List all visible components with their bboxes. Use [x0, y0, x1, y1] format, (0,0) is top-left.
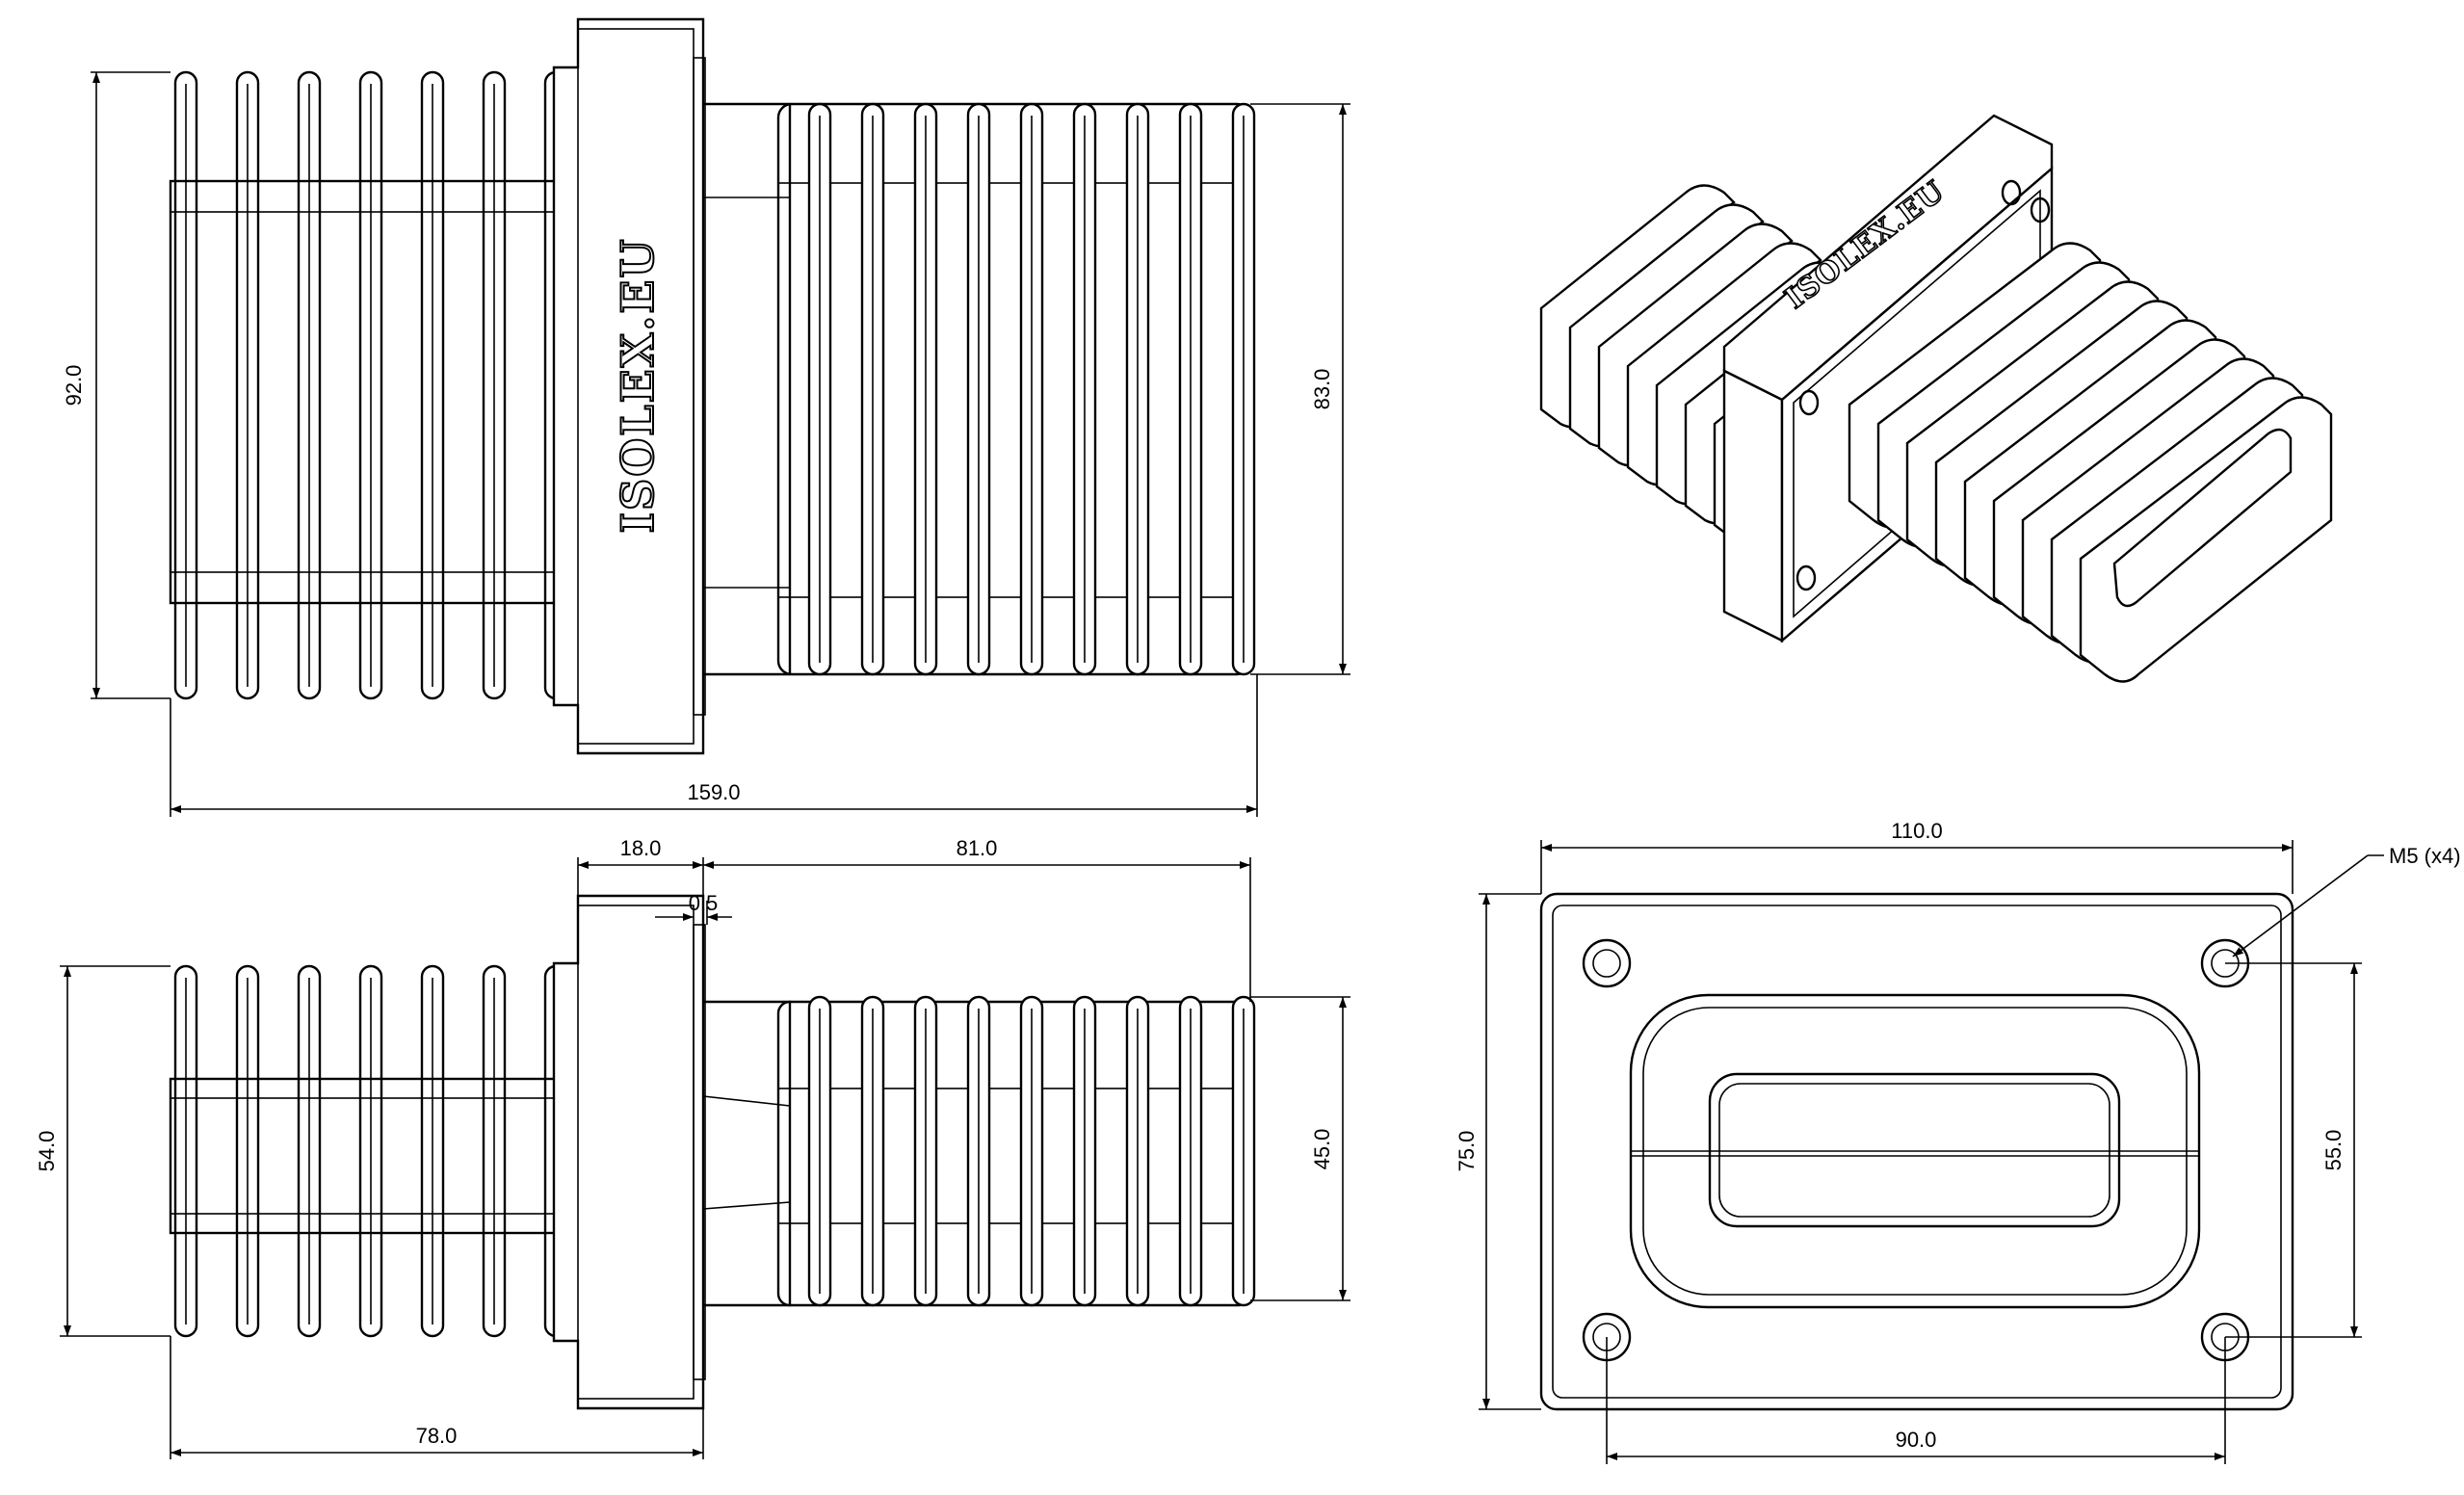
top-flange [552, 17, 706, 755]
iso-port [2112, 428, 2293, 608]
iso-hole [2001, 179, 2022, 206]
top-right-fins [807, 102, 1256, 676]
dim-flange-width: 110.0 [1891, 819, 1942, 843]
hole [1582, 938, 1632, 988]
iso-right-fins [1848, 242, 2333, 683]
dim-left-length: 78.0 [416, 1424, 458, 1448]
iso-hole [1798, 389, 1820, 416]
dim-gap: 0.5 [689, 891, 719, 915]
side-view: 18.0 81.0 0.5 54.0 45.0 78.0 [35, 836, 1350, 1459]
dim-flange-thickness: 18.0 [620, 836, 662, 860]
dim-left-height-top: 92.0 [62, 365, 86, 407]
side-right-fins [807, 995, 1256, 1307]
front-view: 110.0 75.0 55.0 90.0 M5 (x4) [1455, 819, 2461, 1464]
iso-hole [2030, 197, 2051, 223]
mounting-holes [1582, 938, 2250, 1362]
iso-mounting-holes [1796, 179, 2051, 591]
side-flange [552, 894, 706, 1410]
front-flange-plate [1539, 892, 2294, 1411]
dim-overall-length: 159.0 [687, 780, 740, 804]
dim-flange-height: 75.0 [1455, 1131, 1479, 1172]
top-left-fins [173, 70, 568, 700]
dim-right-height-top: 83.0 [1310, 369, 1334, 410]
side-neck [703, 1000, 792, 1307]
iso-hole [1796, 564, 1817, 591]
dim-left-height-side: 54.0 [35, 1131, 59, 1172]
side-left-fins [173, 964, 568, 1338]
dim-right-length: 81.0 [957, 836, 998, 860]
front-port-inner [1708, 1072, 2121, 1228]
dim-hole-vertical: 55.0 [2321, 1130, 2346, 1171]
iso-fin [2079, 396, 2333, 683]
brand-label-top: ISOLEX.EU [612, 237, 664, 533]
top-view: ISOLEX.EU 92.0 83.0 159.0 [62, 17, 1350, 817]
top-neck [703, 102, 792, 676]
dim-right-height-side: 45.0 [1310, 1129, 1334, 1170]
isometric-view: ISOLEX.EU [1539, 114, 2333, 683]
dim-hole-horizontal: 90.0 [1896, 1428, 1937, 1452]
holes-callout: M5 (x4) [2389, 844, 2461, 868]
